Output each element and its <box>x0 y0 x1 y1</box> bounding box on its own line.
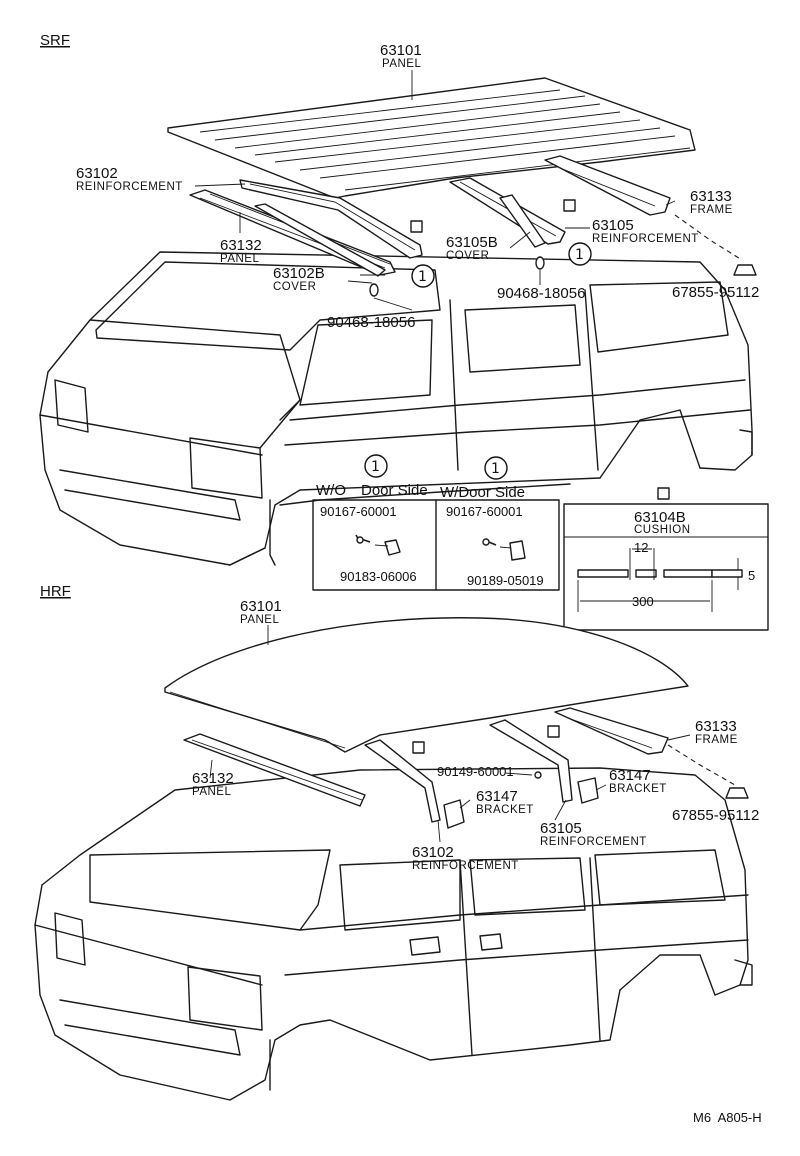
callout-1: 1 <box>411 264 435 288</box>
svg-text:1: 1 <box>418 269 427 285</box>
reinforcement-63105-hrf <box>489 719 573 803</box>
part-name: REINFORCEMENT <box>412 860 519 872</box>
part-number: 63101 <box>240 598 282 615</box>
part-name: FRAME <box>690 204 733 216</box>
part-number: 63101 <box>380 42 422 59</box>
roof-panel-srf <box>167 77 696 199</box>
part-name: PANEL <box>382 58 421 70</box>
part-name: REINFORCEMENT <box>540 836 647 848</box>
van-body-srf <box>39 251 753 566</box>
diamond-marker <box>410 220 423 233</box>
w-door-side-label: W/Door Side <box>440 484 525 501</box>
part-number: 63102B <box>273 265 325 282</box>
dimension-label: 12 <box>634 540 648 555</box>
part-number: 63102 <box>412 844 454 861</box>
part-number: 63133 <box>690 188 732 205</box>
part-name: COVER <box>446 250 489 262</box>
clip-icon <box>534 771 542 779</box>
part-number: 63105B <box>446 234 498 251</box>
part-number: 63147 <box>609 767 651 784</box>
part-number: 90167-60001 <box>446 504 523 519</box>
diamond-marker <box>547 725 560 738</box>
clip-icon <box>725 787 749 799</box>
clip-icon <box>733 264 757 276</box>
dimension-label: 5 <box>748 568 755 583</box>
svg-text:1: 1 <box>575 247 584 263</box>
part-number: 90167-60001 <box>320 504 397 519</box>
cover-63105b-srf <box>499 194 546 248</box>
part-name: REINFORCEMENT <box>76 181 183 193</box>
part-number: 63104B <box>634 509 686 526</box>
clip-icon <box>369 283 379 297</box>
part-number: 63132 <box>220 237 262 254</box>
diamond-marker <box>563 199 576 212</box>
section-label-srf: SRF <box>40 32 70 49</box>
part-number: 67855-95112 <box>672 807 759 824</box>
part-number: 90189-05019 <box>467 573 544 588</box>
section-label-hrf: HRF <box>40 583 71 600</box>
part-name: REINFORCEMENT <box>592 233 699 245</box>
bracket-63147 <box>577 777 599 804</box>
part-name: FRAME <box>695 734 738 746</box>
dimension-label: 300 <box>632 594 654 609</box>
part-number: 63105 <box>592 217 634 234</box>
reinforcement-63102-hrf <box>364 739 441 823</box>
part-name: BRACKET <box>609 783 667 795</box>
part-number: 90468-18056 <box>497 285 585 302</box>
part-number: 90468-18056 <box>327 314 415 331</box>
part-number: 63102 <box>76 165 118 182</box>
svg-text:1: 1 <box>371 459 380 475</box>
diamond-marker <box>657 487 670 500</box>
svg-text:1: 1 <box>491 461 500 477</box>
diamond-marker <box>412 741 425 754</box>
door-side-label: Door Side <box>361 482 428 499</box>
cover-63102b-srf <box>254 203 386 277</box>
part-number: 67855-95112 <box>672 284 759 301</box>
van-body-hrf <box>34 767 753 1101</box>
reinforcement-63102-srf <box>239 179 423 259</box>
part-name: COVER <box>273 281 316 293</box>
part-name: CUSHION <box>634 524 691 536</box>
panel-63132-hrf <box>183 733 366 807</box>
part-number: 63133 <box>695 718 737 735</box>
frame-63133-hrf <box>554 707 669 755</box>
bracket-63147 <box>443 799 465 829</box>
roof-panel-hrf <box>164 617 689 753</box>
frame-63133-srf <box>544 155 671 216</box>
part-name: PANEL <box>192 786 231 798</box>
part-name: PANEL <box>220 253 259 265</box>
clip-icon <box>535 256 545 270</box>
detail-door-side: 1 1 W/O Door Side W/Door Side 90167-6000… <box>312 454 560 591</box>
figure-reference: M6 A805-H <box>693 1110 762 1125</box>
part-number: 63132 <box>192 770 234 787</box>
part-name: BRACKET <box>476 804 534 816</box>
part-number: 63147 <box>476 788 518 805</box>
part-number: 90183-06006 <box>340 569 417 584</box>
part-name: PANEL <box>240 614 279 626</box>
callout-1: 1 <box>568 242 592 266</box>
part-number: 63105 <box>540 820 582 837</box>
part-number: 90149-60001 <box>437 764 514 779</box>
wo-label: W/O <box>316 482 346 499</box>
detail-cushion: 63104B CUSHION 12 5 300 <box>563 503 769 631</box>
